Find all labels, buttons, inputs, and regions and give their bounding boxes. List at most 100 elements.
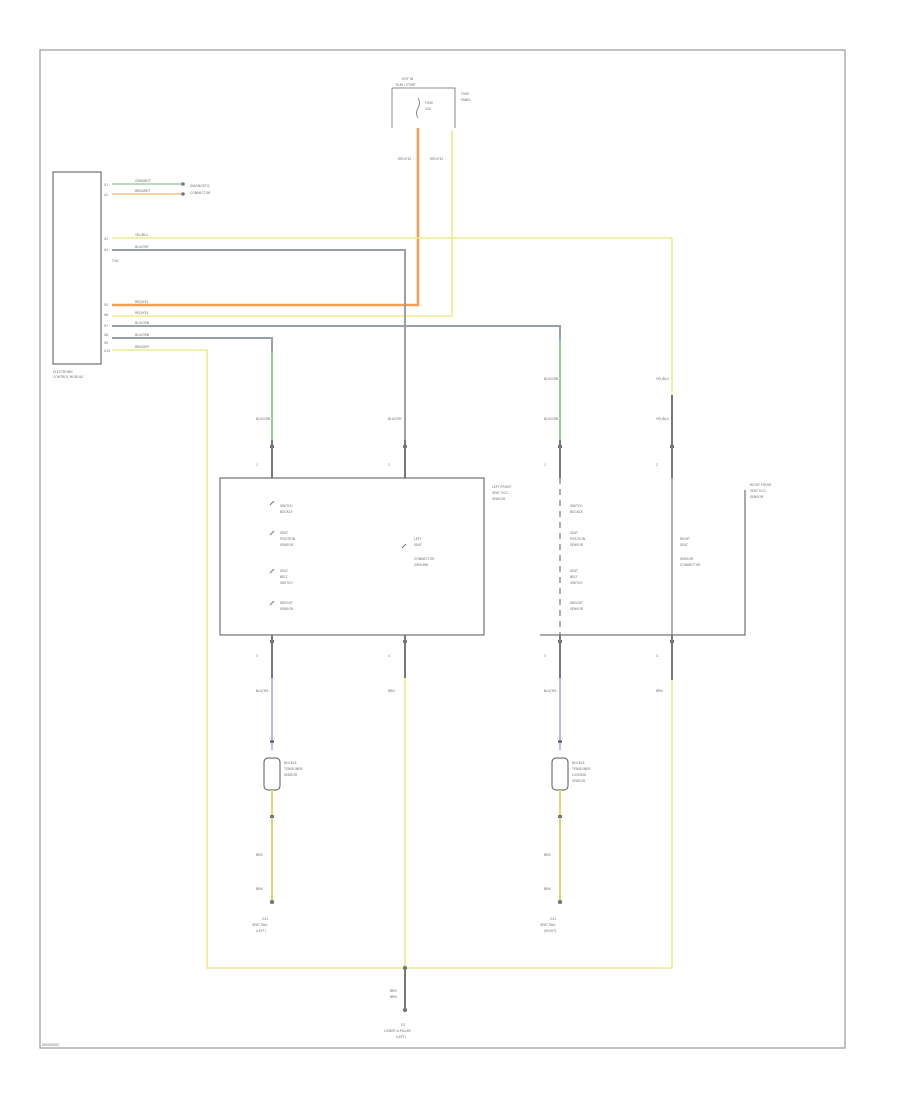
left-out1c: CONNECTOR bbox=[414, 557, 435, 561]
fuse-hot-label-2: RUN / START bbox=[396, 83, 416, 87]
left-sw1: SWITCH bbox=[280, 504, 293, 508]
left-pin-b: 2 bbox=[388, 463, 390, 467]
pin-label: X7 bbox=[104, 324, 108, 328]
figure-id: W0000000 bbox=[42, 1043, 59, 1047]
left-top-wire-b: BLU/GRY bbox=[388, 417, 402, 421]
wire-gray-right bbox=[112, 325, 561, 440]
pin-label: X9 bbox=[104, 341, 108, 345]
fuse-panel-outline bbox=[391, 87, 456, 128]
pin-label: X4 bbox=[104, 248, 108, 252]
right-seat-module bbox=[540, 490, 746, 636]
right-sensor-2: TENSIONER bbox=[571, 767, 591, 771]
pin-label: X1 bbox=[104, 183, 108, 187]
switch-icon bbox=[401, 543, 407, 549]
wire-label: BLU/GRN bbox=[135, 333, 150, 337]
pin-label: X6 bbox=[104, 313, 108, 317]
left-bot-pin-b: 4 bbox=[388, 654, 390, 658]
splice-dot bbox=[402, 965, 408, 971]
right-sensor-3: LOCKING bbox=[572, 773, 587, 777]
right-top-wire-b2: YEL/BLU bbox=[656, 417, 670, 421]
pin-label: X3 bbox=[104, 237, 108, 241]
wire-label: YEL/BLU bbox=[135, 233, 149, 237]
right-ground-3: (RIGHT) bbox=[544, 929, 556, 933]
pin-label: X5 bbox=[104, 303, 108, 307]
left-pin-a: 1 bbox=[256, 463, 258, 467]
wire-label: GRN/WHT bbox=[135, 179, 151, 183]
right-sw2b: POSITION bbox=[570, 537, 586, 541]
main-ground-2: LOWER A-PILLAR bbox=[384, 1029, 411, 1033]
terminal-dot bbox=[181, 192, 185, 196]
left-module-label-2: SEAT OCC. bbox=[492, 491, 509, 495]
pin-label: X2 bbox=[104, 193, 108, 197]
control-module-label-2: CONTROL MODULE bbox=[53, 375, 83, 379]
left-sw3: SEAT bbox=[280, 569, 288, 573]
right-ground-2: SEAT RAIL bbox=[540, 923, 556, 927]
left-sw4: WEIGHT bbox=[280, 601, 293, 605]
fuse-side-1: FUSE bbox=[461, 92, 469, 96]
right-bot-pin-a: 3 bbox=[544, 654, 546, 658]
wire-orange bbox=[112, 128, 420, 307]
left-seat-module bbox=[219, 477, 485, 636]
ground-dot bbox=[557, 899, 563, 905]
right-pin-b: 2 bbox=[656, 463, 658, 467]
wire-label: RED/YEL bbox=[398, 157, 412, 161]
wire-label: BLU/GRY bbox=[135, 245, 149, 249]
switch-icon bbox=[269, 500, 275, 606]
left-sw3c: SWITCH bbox=[280, 581, 293, 585]
fuse-side-2: PANEL bbox=[461, 98, 471, 102]
left-bot-wire-b: BRN bbox=[388, 689, 395, 693]
right-sensor-1: BUCKLE bbox=[572, 761, 585, 765]
fuse-name: FUSE bbox=[425, 101, 433, 105]
left-sensor-3: SENSOR bbox=[284, 773, 298, 777]
fuse-icon bbox=[416, 97, 420, 119]
left-ground-3: (LEFT) bbox=[256, 929, 266, 933]
right-bot-pin-b: 4 bbox=[656, 654, 658, 658]
left-g-wire-1: BRN bbox=[256, 853, 263, 857]
right-module-label-1: RIGHT FRONT bbox=[750, 483, 772, 487]
right-pin-a: 1 bbox=[544, 463, 546, 467]
right-out1c: SENSOR bbox=[680, 557, 694, 561]
right-bot-wire-b: BRN bbox=[656, 689, 663, 693]
right-top-wire-a: BLU/GRN bbox=[544, 377, 559, 381]
right-sw3: SEAT bbox=[570, 569, 578, 573]
left-module-label-3: SENSOR bbox=[492, 497, 506, 501]
diag-connector-label-2: CONNECTOR bbox=[190, 191, 211, 195]
fuse-hot-label-1: HOT IN bbox=[402, 77, 414, 81]
wire-label: BRN/WHT bbox=[135, 189, 150, 193]
main-ground-1: G1 bbox=[401, 1023, 406, 1027]
wire-gray-mid bbox=[112, 249, 406, 465]
wire-label: BRN/GRY bbox=[135, 345, 149, 349]
left-out1: LEFT bbox=[414, 537, 422, 541]
pin-label: X8 bbox=[104, 333, 108, 337]
left-out1b: SEAT bbox=[414, 543, 422, 547]
wire-yellow-fuse bbox=[112, 130, 453, 317]
diag-connector-label-1: DIAGNOSTIC bbox=[190, 184, 211, 188]
wire-yellow-loop bbox=[112, 349, 673, 969]
left-ground-2: SEAT RAIL bbox=[252, 923, 268, 927]
main-ground-wire-2: BRN bbox=[390, 995, 397, 999]
left-bot-wire-a: BLU/YEL bbox=[256, 689, 269, 693]
right-top-wire-a2: BLU/GRN bbox=[544, 417, 559, 421]
right-module-label-2: SEAT OCC. bbox=[750, 489, 767, 493]
main-ground-wire: BRN bbox=[390, 989, 397, 993]
right-sw3b: BELT bbox=[570, 575, 578, 579]
control-module-box bbox=[52, 171, 102, 365]
right-sw4b: SENSOR bbox=[570, 607, 584, 611]
left-top-wire-a: BLU/GRN bbox=[256, 417, 271, 421]
wire-gray-left bbox=[112, 337, 273, 440]
control-module-label-1: ELECTRONIC bbox=[53, 370, 74, 374]
right-sensor-4: SENSOR bbox=[572, 779, 586, 783]
left-sw1b: BUCKLE bbox=[280, 510, 293, 514]
ground-dot bbox=[269, 899, 275, 905]
left-sw2: SEAT bbox=[280, 531, 288, 535]
connector-ticks bbox=[270, 445, 674, 818]
pin-label: X10 bbox=[104, 349, 110, 353]
right-sw4: WEIGHT bbox=[570, 601, 583, 605]
wire-yellow-top bbox=[112, 237, 673, 395]
terminal-dot bbox=[181, 182, 185, 186]
left-sw2b: POSITION bbox=[280, 537, 296, 541]
right-module-label-3: SENSOR bbox=[750, 495, 764, 499]
wire-label: RED/YEL bbox=[135, 311, 149, 315]
left-bot-pin-a: 3 bbox=[256, 654, 258, 658]
